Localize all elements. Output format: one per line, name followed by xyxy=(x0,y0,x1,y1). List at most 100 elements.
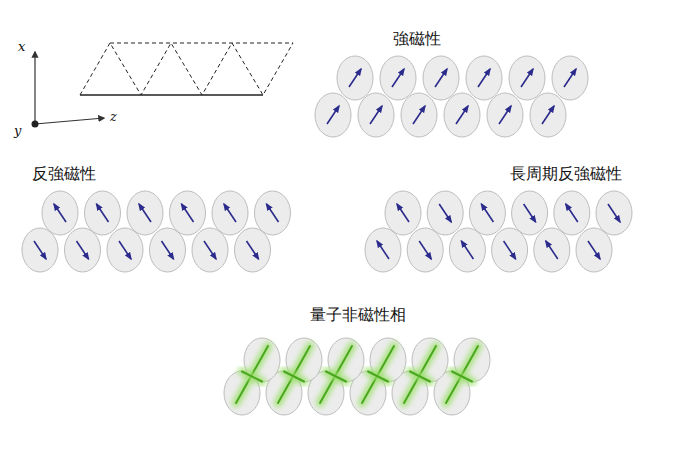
singlet-glow xyxy=(452,372,472,382)
site-orbital xyxy=(596,191,632,235)
spin-arrow xyxy=(139,204,151,222)
spin-arrow xyxy=(481,204,493,222)
panel-title: 量子非磁性相 xyxy=(310,306,406,324)
site-orbital xyxy=(492,228,528,272)
site-orbital xyxy=(407,228,443,272)
spin-arrow xyxy=(588,241,600,259)
spin-arrow xyxy=(397,204,409,222)
singlet-glow xyxy=(362,346,394,403)
singlet-glow xyxy=(320,346,352,403)
z-axis xyxy=(35,118,104,124)
site-orbital xyxy=(427,191,463,235)
site-orbital xyxy=(337,56,373,100)
singlet-bond xyxy=(410,372,430,382)
panel-title: 強磁性 xyxy=(393,30,441,48)
site-orbital xyxy=(423,56,459,100)
spin-arrow xyxy=(97,204,109,222)
spin-arrow xyxy=(204,241,216,259)
singlet-glow xyxy=(404,346,436,403)
singlet-bond xyxy=(368,372,388,382)
spin-arrow xyxy=(349,69,361,87)
site-orbital xyxy=(534,228,570,272)
axis-label: y xyxy=(14,124,21,138)
panel-title: 反強磁性 xyxy=(32,165,96,183)
axes xyxy=(32,52,105,128)
singlet-bond xyxy=(236,346,268,403)
site-orbital xyxy=(85,191,121,235)
spin-chain xyxy=(22,191,291,272)
axis-label: x xyxy=(18,40,25,54)
singlet-glow xyxy=(446,346,478,403)
singlet-bond xyxy=(452,372,472,382)
singlet-bond xyxy=(404,346,436,403)
ladder-diagonals xyxy=(80,43,293,95)
spin-arrow xyxy=(608,204,620,222)
spin-arrow xyxy=(34,241,46,259)
site-orbital xyxy=(576,228,612,272)
spin-arrow xyxy=(546,241,558,259)
site-orbital xyxy=(487,93,523,137)
spin-chain xyxy=(315,56,588,137)
site-orbital xyxy=(192,228,228,272)
spin-arrow xyxy=(54,204,66,222)
site-orbital xyxy=(22,228,58,272)
y-axis-dot xyxy=(32,121,39,128)
singlet-glow xyxy=(242,372,262,382)
spin-arrow xyxy=(566,204,578,222)
ladder-top-line xyxy=(110,43,293,44)
x-axis xyxy=(34,52,35,124)
spin-arrow xyxy=(461,241,473,259)
singlet-bond xyxy=(326,372,346,382)
spin-arrow xyxy=(162,241,174,259)
singlet-glow xyxy=(278,346,310,403)
site-orbital xyxy=(212,191,248,235)
spin-arrow xyxy=(504,241,516,259)
singlet-glow xyxy=(410,372,430,382)
site-orbital xyxy=(170,191,206,235)
spin-arrow xyxy=(247,241,259,259)
singlet-glow xyxy=(284,372,304,382)
site-orbital xyxy=(127,191,163,235)
singlet-bond xyxy=(446,346,478,403)
spin-arrow xyxy=(478,69,490,87)
spin-arrow xyxy=(456,106,468,124)
spin-arrow xyxy=(439,204,451,222)
panel-title: 長周期反強磁性 xyxy=(510,165,622,183)
spin-chains xyxy=(22,56,632,415)
singlet-bond xyxy=(320,346,352,403)
spin-arrow xyxy=(413,106,425,124)
spin-arrow xyxy=(524,204,536,222)
site-orbital xyxy=(469,191,505,235)
site-orbital xyxy=(449,228,485,272)
spin-arrow xyxy=(392,69,404,87)
spin-chain xyxy=(224,338,490,415)
spin-arrow xyxy=(419,241,431,259)
site-orbital xyxy=(509,56,545,100)
site-orbital xyxy=(444,93,480,137)
spin-arrow xyxy=(370,106,382,124)
spin-arrow xyxy=(224,204,236,222)
site-orbital xyxy=(65,228,101,272)
site-orbital xyxy=(150,228,186,272)
spin-arrow xyxy=(377,241,389,259)
singlet-bond xyxy=(284,372,304,382)
site-orbital xyxy=(380,56,416,100)
site-orbital xyxy=(255,191,291,235)
site-orbital xyxy=(512,191,548,235)
singlet-glow xyxy=(368,372,388,382)
spin-chain xyxy=(365,191,632,272)
singlet-bond xyxy=(362,346,394,403)
spin-arrow xyxy=(521,69,533,87)
spin-arrow xyxy=(119,241,131,259)
spin-arrow xyxy=(267,204,279,222)
singlet-bond xyxy=(278,346,310,403)
site-orbital xyxy=(554,191,590,235)
spin-arrow xyxy=(435,69,447,87)
site-orbital xyxy=(385,191,421,235)
site-orbital xyxy=(530,93,566,137)
axis-label: z xyxy=(110,110,117,124)
singlet-bond xyxy=(242,372,262,382)
site-orbital xyxy=(552,56,588,100)
spin-arrow xyxy=(499,106,511,124)
